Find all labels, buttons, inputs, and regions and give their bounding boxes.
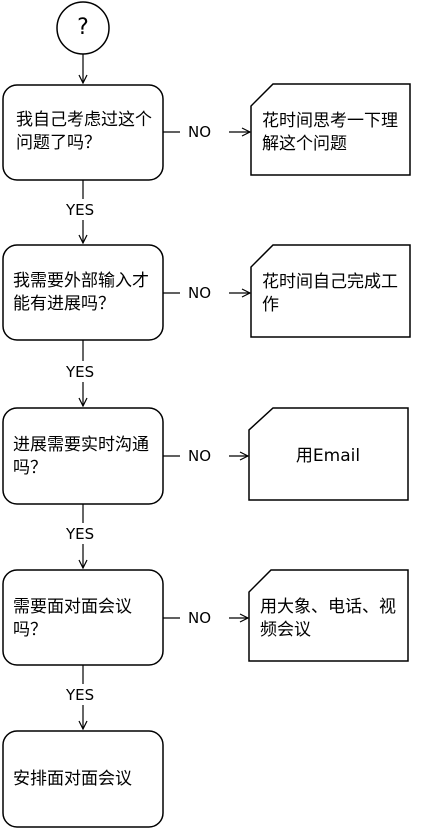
action-box-1 [250, 83, 411, 176]
action-text-4: 用大象、电话、视频会议 [260, 597, 396, 640]
no-label-4: NO [188, 609, 212, 627]
action-box-2 [250, 244, 411, 338]
no-label-1: NO [188, 123, 212, 141]
yes-label-3: YES [66, 525, 95, 543]
action-text-3: 用Email [295, 446, 361, 466]
start-symbol: ? [77, 15, 89, 40]
no-label-3: NO [188, 447, 212, 465]
action-text-2: 花时间自己完成工作 [262, 272, 398, 315]
yes-label-2: YES [66, 363, 95, 381]
end-box [2, 730, 164, 828]
action-text-1: 花时间思考一下理解这个问题 [262, 111, 398, 154]
decision-text-3: 进展需要实时沟通吗？ [13, 435, 149, 478]
decision-text-1: 我自己考虑过这个问题了吗？ [16, 110, 152, 153]
yes-label-4: YES [66, 686, 95, 704]
decision-text-2: 我需要外部输入才能有进展吗？ [13, 271, 149, 314]
end-text: 安排面对面会议 [13, 769, 132, 789]
action-box-4 [248, 569, 409, 662]
action-box-3 [248, 407, 409, 501]
yes-label-1: YES [66, 201, 95, 219]
decision-text-4: 需要面对面会议吗？ [13, 597, 132, 640]
no-label-2: NO [188, 284, 212, 302]
